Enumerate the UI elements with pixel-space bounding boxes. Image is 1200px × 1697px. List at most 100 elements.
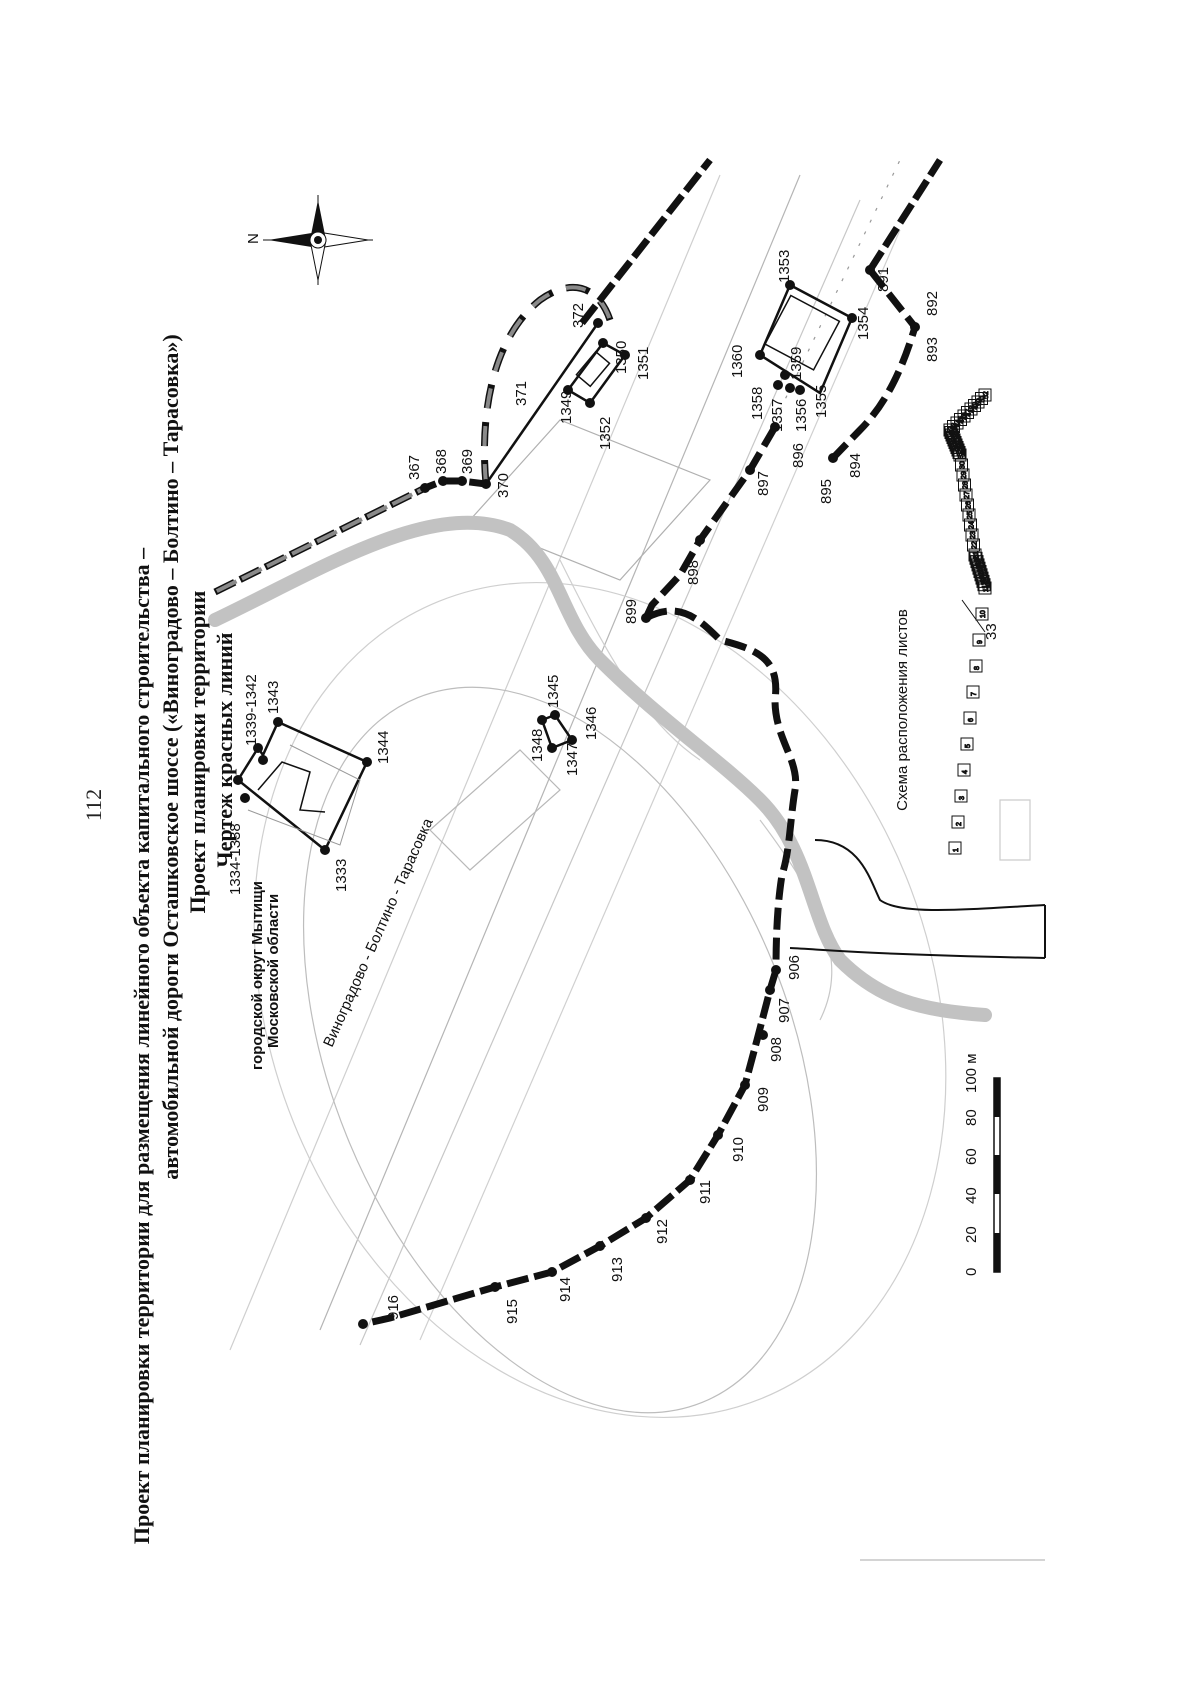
sheet-box-label: 31 xyxy=(958,451,965,459)
sheet-box-label: 46 xyxy=(962,412,969,420)
label-909: 909 xyxy=(755,1087,772,1112)
label-1357: 1357 xyxy=(769,399,786,432)
sheet-box-label: 17 xyxy=(977,564,984,572)
label-1339-1342: 1339-1342 xyxy=(243,674,260,746)
sheet-box-label: 39 xyxy=(951,434,958,442)
label-892: 892 xyxy=(924,291,941,316)
label-1353: 1353 xyxy=(776,250,793,283)
sheet-box-label: 32 xyxy=(957,449,964,457)
label-370: 370 xyxy=(495,473,512,498)
sheet-box xyxy=(948,841,962,855)
sheet-box xyxy=(965,528,979,542)
compass-rose: N xyxy=(245,195,373,285)
sheet-box xyxy=(975,607,989,621)
label-1354: 1354 xyxy=(855,307,872,340)
scale-tick-100: 100 м xyxy=(963,1053,980,1093)
label-1348: 1348 xyxy=(529,729,546,762)
label-907: 907 xyxy=(776,998,793,1023)
sheet-box-label: 42 xyxy=(948,426,955,434)
label-893: 893 xyxy=(924,337,941,362)
label-367: 367 xyxy=(406,455,423,480)
sheet-box xyxy=(963,711,977,725)
label-368: 368 xyxy=(433,449,450,474)
title-line-3: Проект планировки территории xyxy=(185,590,210,913)
sheet-box xyxy=(968,399,981,412)
label-1333: 1333 xyxy=(333,859,350,892)
label-916: 916 xyxy=(385,1295,402,1320)
sheet-box xyxy=(957,763,971,777)
sheet-box-label: 24 xyxy=(969,521,976,529)
label-912: 912 xyxy=(654,1219,671,1244)
sheet-box-label: 30 xyxy=(960,461,967,469)
label-898: 898 xyxy=(685,560,702,585)
map-background xyxy=(229,159,1031,1419)
sheet-box-label: 4 xyxy=(962,770,969,774)
label-899: 899 xyxy=(623,599,640,624)
sheet-box xyxy=(954,789,968,803)
sheet-box xyxy=(975,571,989,585)
sheet-box-label: 2 xyxy=(956,822,963,826)
sheet-box xyxy=(978,581,992,595)
sheet-box xyxy=(971,558,985,572)
district-label-line-2: Московской области xyxy=(265,894,282,1048)
sheet-box xyxy=(967,538,980,552)
sheet-box xyxy=(943,423,957,437)
sheet-box-label: 36 xyxy=(954,441,961,449)
sheet-box-label: 16 xyxy=(978,568,985,576)
sheet-box xyxy=(972,561,986,575)
sheet-box-label: 6 xyxy=(968,718,975,722)
title-line-1: Проект планировки территории для размеще… xyxy=(129,547,154,1544)
sheet-box-label: 29 xyxy=(961,471,968,479)
sheet-box-label: 5 xyxy=(965,744,972,748)
label-910: 910 xyxy=(730,1137,747,1162)
sheet-box xyxy=(962,508,976,522)
sheet-box-label: 15 xyxy=(979,571,986,579)
label-1360: 1360 xyxy=(729,345,746,378)
label-1352: 1352 xyxy=(597,417,614,450)
key-map-title: Схема расположения листов xyxy=(894,609,911,811)
sheet-box xyxy=(954,413,967,426)
label-1345: 1345 xyxy=(545,675,562,708)
label-891: 891 xyxy=(875,267,892,292)
scale-tick-20: 20 xyxy=(963,1226,980,1243)
sheet-box-label: 38 xyxy=(952,436,959,444)
sheet-box-label: 1 xyxy=(953,848,960,852)
label-1356: 1356 xyxy=(793,399,810,432)
label-897: 897 xyxy=(755,471,772,496)
sheet-box-label: 23 xyxy=(970,531,977,539)
sheet-box-label: 11 xyxy=(983,585,990,592)
sheet-box-label: 35 xyxy=(955,444,962,452)
sheet-box xyxy=(973,565,987,578)
sheet-box-label: 9 xyxy=(977,640,984,644)
sheet-box xyxy=(964,518,977,532)
label-913: 913 xyxy=(609,1257,626,1282)
label-1351: 1351 xyxy=(635,347,652,380)
road-label: Виноградово - Болтино - Тарасовка xyxy=(320,815,437,1049)
sheet-box-label: 52 xyxy=(983,391,990,399)
sheet-box-label: 18 xyxy=(976,561,983,569)
sheet-box xyxy=(950,416,964,430)
point-labels: 367 368 369 370 371 372 1349 1350 1351 1… xyxy=(227,250,941,1324)
title-line-4: Чертеж красных линий xyxy=(212,632,237,867)
scale-tick-60: 60 xyxy=(963,1148,980,1165)
red-line-winding xyxy=(644,607,800,971)
red-line-891 xyxy=(867,158,943,272)
label-1359: 1359 xyxy=(788,347,805,380)
label-1358: 1358 xyxy=(749,387,766,420)
sheet-box-label: 50 xyxy=(976,398,983,406)
sheet-box-label: 47 xyxy=(966,409,973,417)
sheet-box-label: 26 xyxy=(966,501,973,509)
sheet-box xyxy=(946,431,960,444)
sheet-box-label: 43 xyxy=(952,423,959,431)
red-line-892 xyxy=(830,267,919,461)
sheet-box xyxy=(972,633,986,647)
label-1347: 1347 xyxy=(564,743,581,776)
sheet-box xyxy=(961,498,974,512)
label-914: 914 xyxy=(557,1277,574,1302)
sheet-box xyxy=(969,551,983,565)
scale-tick-0: 0 xyxy=(963,1268,980,1276)
sheet-box xyxy=(975,392,988,405)
sheet-box-label: 48 xyxy=(969,405,976,413)
sheet-box-label: 20 xyxy=(974,554,981,562)
